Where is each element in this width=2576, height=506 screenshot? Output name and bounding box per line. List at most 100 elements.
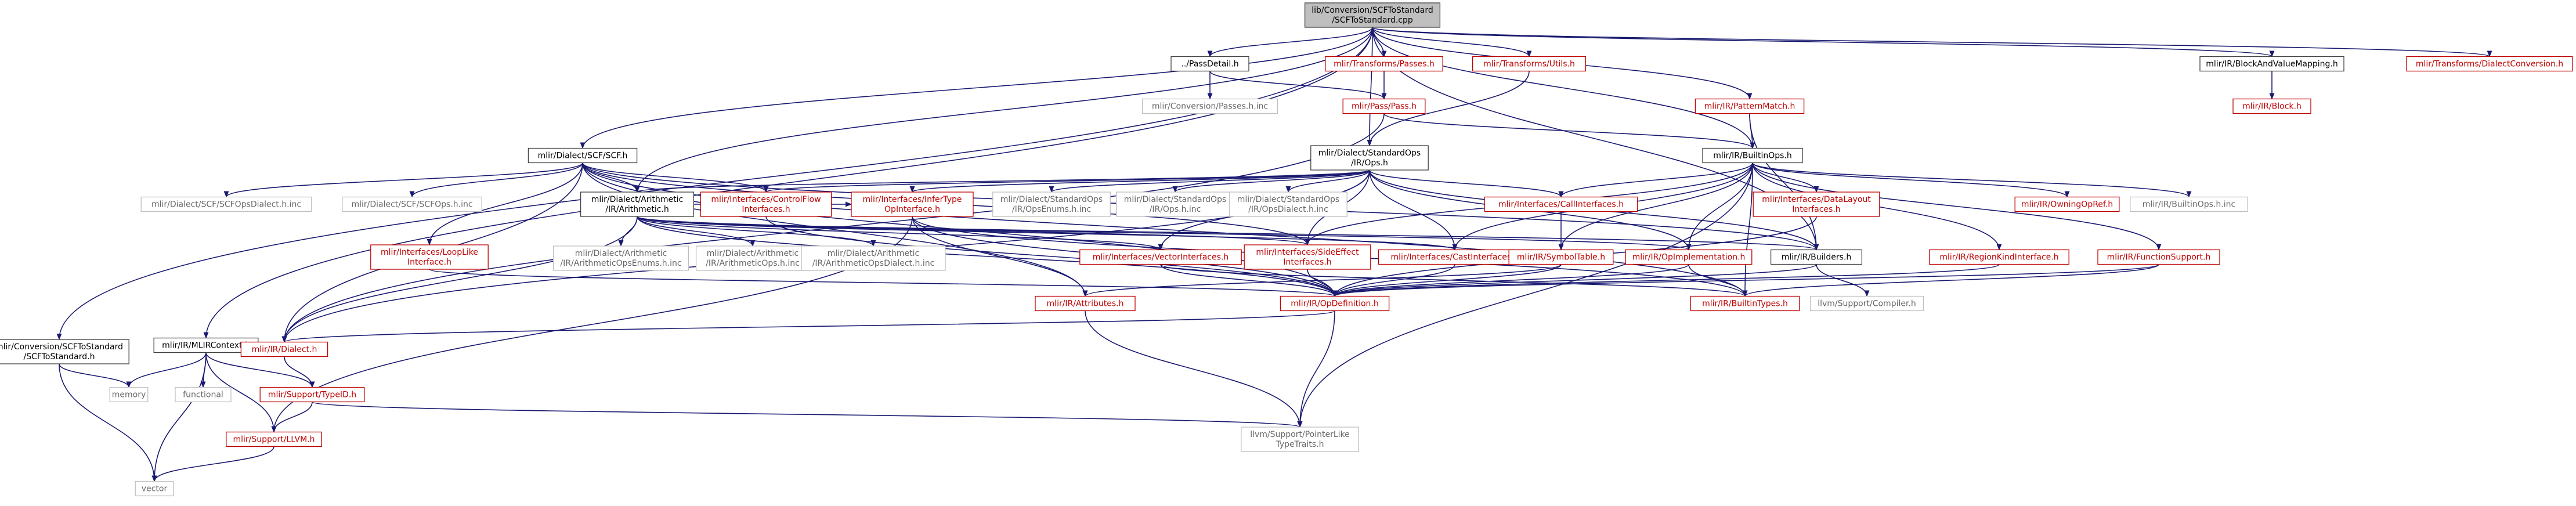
edge-builtinops-to-functionsupport	[1752, 162, 2162, 251]
node-box	[1702, 147, 1803, 164]
node-label: mlir/IR/OwningOpRef.h	[2021, 200, 2113, 209]
edge-root-to-passdetail	[1207, 27, 1373, 57]
node-box	[1304, 2, 1441, 28]
node-label: mlir/Interfaces/LoopLike	[381, 248, 478, 257]
edge-std_ops-to-std_enums_inc	[1049, 169, 1370, 193]
node-castinterfaces[interactable]: mlir/Interfaces/CastInterfaces.h	[1378, 249, 1532, 265]
node-callinterfaces[interactable]: mlir/Interfaces/CallInterfaces.h	[1484, 196, 1638, 212]
node-pass_h[interactable]: mlir/Pass/Pass.h	[1342, 98, 1426, 114]
node-box	[1770, 249, 1863, 265]
node-label: mlir/IR/BuiltinOps.h	[1713, 151, 1792, 161]
node-builders[interactable]: mlir/IR/Builders.h	[1770, 249, 1863, 265]
node-box	[175, 386, 232, 403]
edge-arith-to-opdefinition	[637, 216, 1338, 297]
edge-builtinops-to-owningopref	[1752, 162, 2070, 198]
node-transforms_utils[interactable]: mlir/Transforms/Utils.h	[1472, 56, 1587, 72]
node-symboltable[interactable]: mlir/IR/SymbolTable.h	[1508, 249, 1614, 265]
node-label: ../PassDetail.h	[1181, 60, 1238, 69]
edge-scf_h-to-scfops_dialect_inc	[223, 162, 583, 198]
edge-vectorinterfaces-to-opdefinition	[1160, 264, 1338, 297]
node-functionsupport[interactable]: mlir/IR/FunctionSupport.h	[2097, 249, 2220, 265]
node-label: mlir/Dialect/SCF/SCFOps.h.inc	[351, 200, 472, 209]
node-box	[2130, 196, 2248, 212]
node-arith_ops_inc: mlir/Dialect/Arithmetic/IR/ArithmeticOps…	[695, 245, 810, 271]
node-label: mlir/IR/Builders.h	[1782, 253, 1852, 262]
node-label: mlir/IR/Attributes.h	[1047, 299, 1124, 309]
node-functional: functional	[175, 386, 232, 403]
edge-arith-to-dialect_h	[281, 216, 638, 343]
node-patternmatch[interactable]: mlir/IR/PatternMatch.h	[1695, 98, 1805, 114]
node-box	[1508, 249, 1614, 265]
node-block_h[interactable]: mlir/IR/Block.h	[2232, 98, 2311, 114]
node-box	[109, 386, 149, 403]
node-regionkind[interactable]: mlir/IR/RegionKindInterface.h	[1929, 249, 2069, 265]
node-label: mlir/IR/OpImplementation.h	[1632, 253, 1746, 262]
node-attributes[interactable]: mlir/IR/Attributes.h	[1035, 295, 1136, 312]
node-vectorinterfaces[interactable]: mlir/Interfaces/VectorInterfaces.h	[1079, 249, 1242, 265]
node-arith[interactable]: mlir/Dialect/Arithmetic/IR/Arithmetic.h	[580, 191, 695, 217]
edge-arith-to-opimplementation	[637, 216, 1691, 251]
node-passdetail[interactable]: ../PassDetail.h	[1170, 56, 1249, 72]
edge-arith-to-sideeffect	[637, 216, 1310, 246]
node-label: /IR/OpsEnums.h.inc	[1012, 205, 1091, 214]
edge-opimplementation-to-opdefinition	[1332, 263, 1689, 297]
nodes-layer: lib/Conversion/SCFToStandard/SCFToStanda…	[0, 2, 2573, 497]
node-box	[700, 191, 832, 217]
node-box	[226, 431, 322, 447]
node-box	[1244, 244, 1371, 270]
node-scf_h[interactable]: mlir/Dialect/SCF/SCF.h	[528, 147, 638, 164]
node-label: mlir/Interfaces/SideEffect	[1256, 248, 1359, 257]
node-box	[851, 191, 974, 217]
node-dialect_h[interactable]: mlir/IR/Dialect.h	[240, 341, 328, 357]
node-builtinops_inc: mlir/IR/BuiltinOps.h.inc	[2130, 196, 2248, 212]
edge-arith-to-castinterfaces	[637, 216, 1457, 251]
node-box	[1325, 56, 1443, 72]
node-transforms_passes[interactable]: mlir/Transforms/Passes.h	[1325, 56, 1443, 72]
node-scf2std_h[interactable]: mlir/Conversion/SCFToStandard/SCFToStand…	[0, 339, 129, 364]
node-std_dialect_inc: mlir/Dialect/StandardOps/IR/OpsDialect.h…	[1229, 191, 1347, 217]
node-opdefinition[interactable]: mlir/IR/OpDefinition.h	[1280, 295, 1390, 312]
node-blockandvalue[interactable]: mlir/IR/BlockAndValueMapping.h	[2199, 56, 2344, 72]
node-dialectconv[interactable]: mlir/Transforms/DialectConversion.h	[2406, 56, 2573, 72]
node-box	[1753, 191, 1880, 217]
node-llvm_h[interactable]: mlir/Support/LLVM.h	[226, 431, 322, 447]
edge-typeid-to-pointerlike	[312, 401, 1302, 428]
node-label: /SCFToStandard.h	[24, 352, 95, 362]
node-typeid[interactable]: mlir/Support/TypeID.h	[259, 386, 365, 403]
node-box	[1241, 427, 1359, 452]
node-box	[1116, 191, 1234, 217]
node-box	[1141, 98, 1278, 114]
node-root[interactable]: lib/Conversion/SCFToStandard/SCFToStanda…	[1304, 2, 1441, 28]
edge-passdetail-to-pass_h	[1209, 71, 1387, 100]
node-box	[0, 339, 129, 364]
node-arith_enums_inc: mlir/Dialect/Arithmetic/IR/ArithmeticOps…	[552, 245, 689, 271]
node-std_ops_inc: mlir/Dialect/StandardOps/IR/Ops.h.inc	[1116, 191, 1234, 217]
edge-functionsupport-to-opdefinition	[1332, 263, 2159, 297]
node-std_ops[interactable]: mlir/Dialect/StandardOps/IR/Ops.h	[1310, 145, 1429, 171]
node-label: mlir/Pass/Pass.h	[1352, 102, 1417, 111]
node-label: lib/Conversion/SCFToStandard	[1312, 6, 1433, 15]
edge-scf2std_h-to-memory	[59, 363, 132, 388]
node-builtinops[interactable]: mlir/IR/BuiltinOps.h	[1702, 147, 1803, 164]
node-label: mlir/Transforms/Passes.h	[1334, 60, 1435, 69]
node-owningopref[interactable]: mlir/IR/OwningOpRef.h	[2014, 196, 2120, 212]
node-llvm_compiler: llvm/Support/Compiler.h	[1809, 295, 1924, 312]
edge-regionkind-to-opdefinition	[1332, 263, 2000, 297]
node-label: /IR/Arithmetic.h	[605, 205, 669, 214]
node-opimplementation[interactable]: mlir/IR/OpImplementation.h	[1625, 249, 1753, 265]
edge-std_ops-to-castinterfaces	[1369, 169, 1458, 251]
node-label: mlir/Interfaces/InferType	[862, 195, 962, 204]
node-builtintypes[interactable]: mlir/IR/BuiltinTypes.h	[1690, 295, 1800, 312]
edge-transforms_utils-to-std_ops	[1367, 71, 1530, 147]
node-label: mlir/IR/BuiltinTypes.h	[1702, 299, 1788, 309]
node-box	[1079, 249, 1242, 265]
node-box	[1690, 295, 1800, 312]
node-label: Interface.h	[407, 258, 451, 267]
node-box	[140, 196, 312, 212]
node-label: TypeTraits.h	[1276, 440, 1324, 449]
